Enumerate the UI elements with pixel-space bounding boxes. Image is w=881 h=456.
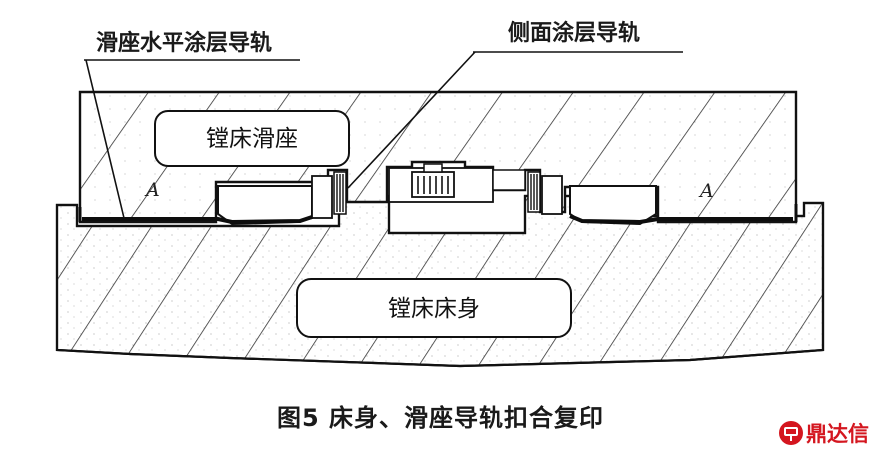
guide-reliefs <box>217 167 657 226</box>
horizontal-guide-callout: 滑座水平涂层导轨 <box>96 30 272 56</box>
right-side-gap <box>541 175 563 215</box>
callout-leaders <box>84 51 683 219</box>
side-guide-callout: 侧面涂层导轨 <box>508 20 640 46</box>
left-relief-pocket <box>217 185 313 226</box>
bed-label: 镗床床身 <box>388 296 480 322</box>
saddle-label-box: 镗床滑座 <box>154 110 350 167</box>
right-horizontal-coating <box>569 214 793 225</box>
side-coating-layers <box>333 171 541 215</box>
watermark: 鼎达信 <box>779 418 869 448</box>
left-side-gap <box>311 175 333 219</box>
horizontal-coating-layers <box>78 204 798 225</box>
bed-label-box: 镗床床身 <box>296 278 572 338</box>
watermark-text: 鼎达信 <box>806 422 869 446</box>
center-notch-right <box>492 169 526 191</box>
saddle-label: 镗床滑座 <box>206 126 298 152</box>
zone-marker-right: A <box>698 180 714 202</box>
figure-caption: 图5 床身、滑座导轨扣合复印 <box>276 404 605 432</box>
zone-marker-left: A <box>144 179 160 201</box>
center-gib-block <box>411 163 455 198</box>
right-relief-pocket <box>569 185 657 226</box>
brand-logo-icon <box>779 421 803 445</box>
left-horizontal-coating <box>82 215 313 225</box>
side-guide-leader <box>347 51 476 189</box>
horizontal-guide-leader <box>85 59 125 219</box>
